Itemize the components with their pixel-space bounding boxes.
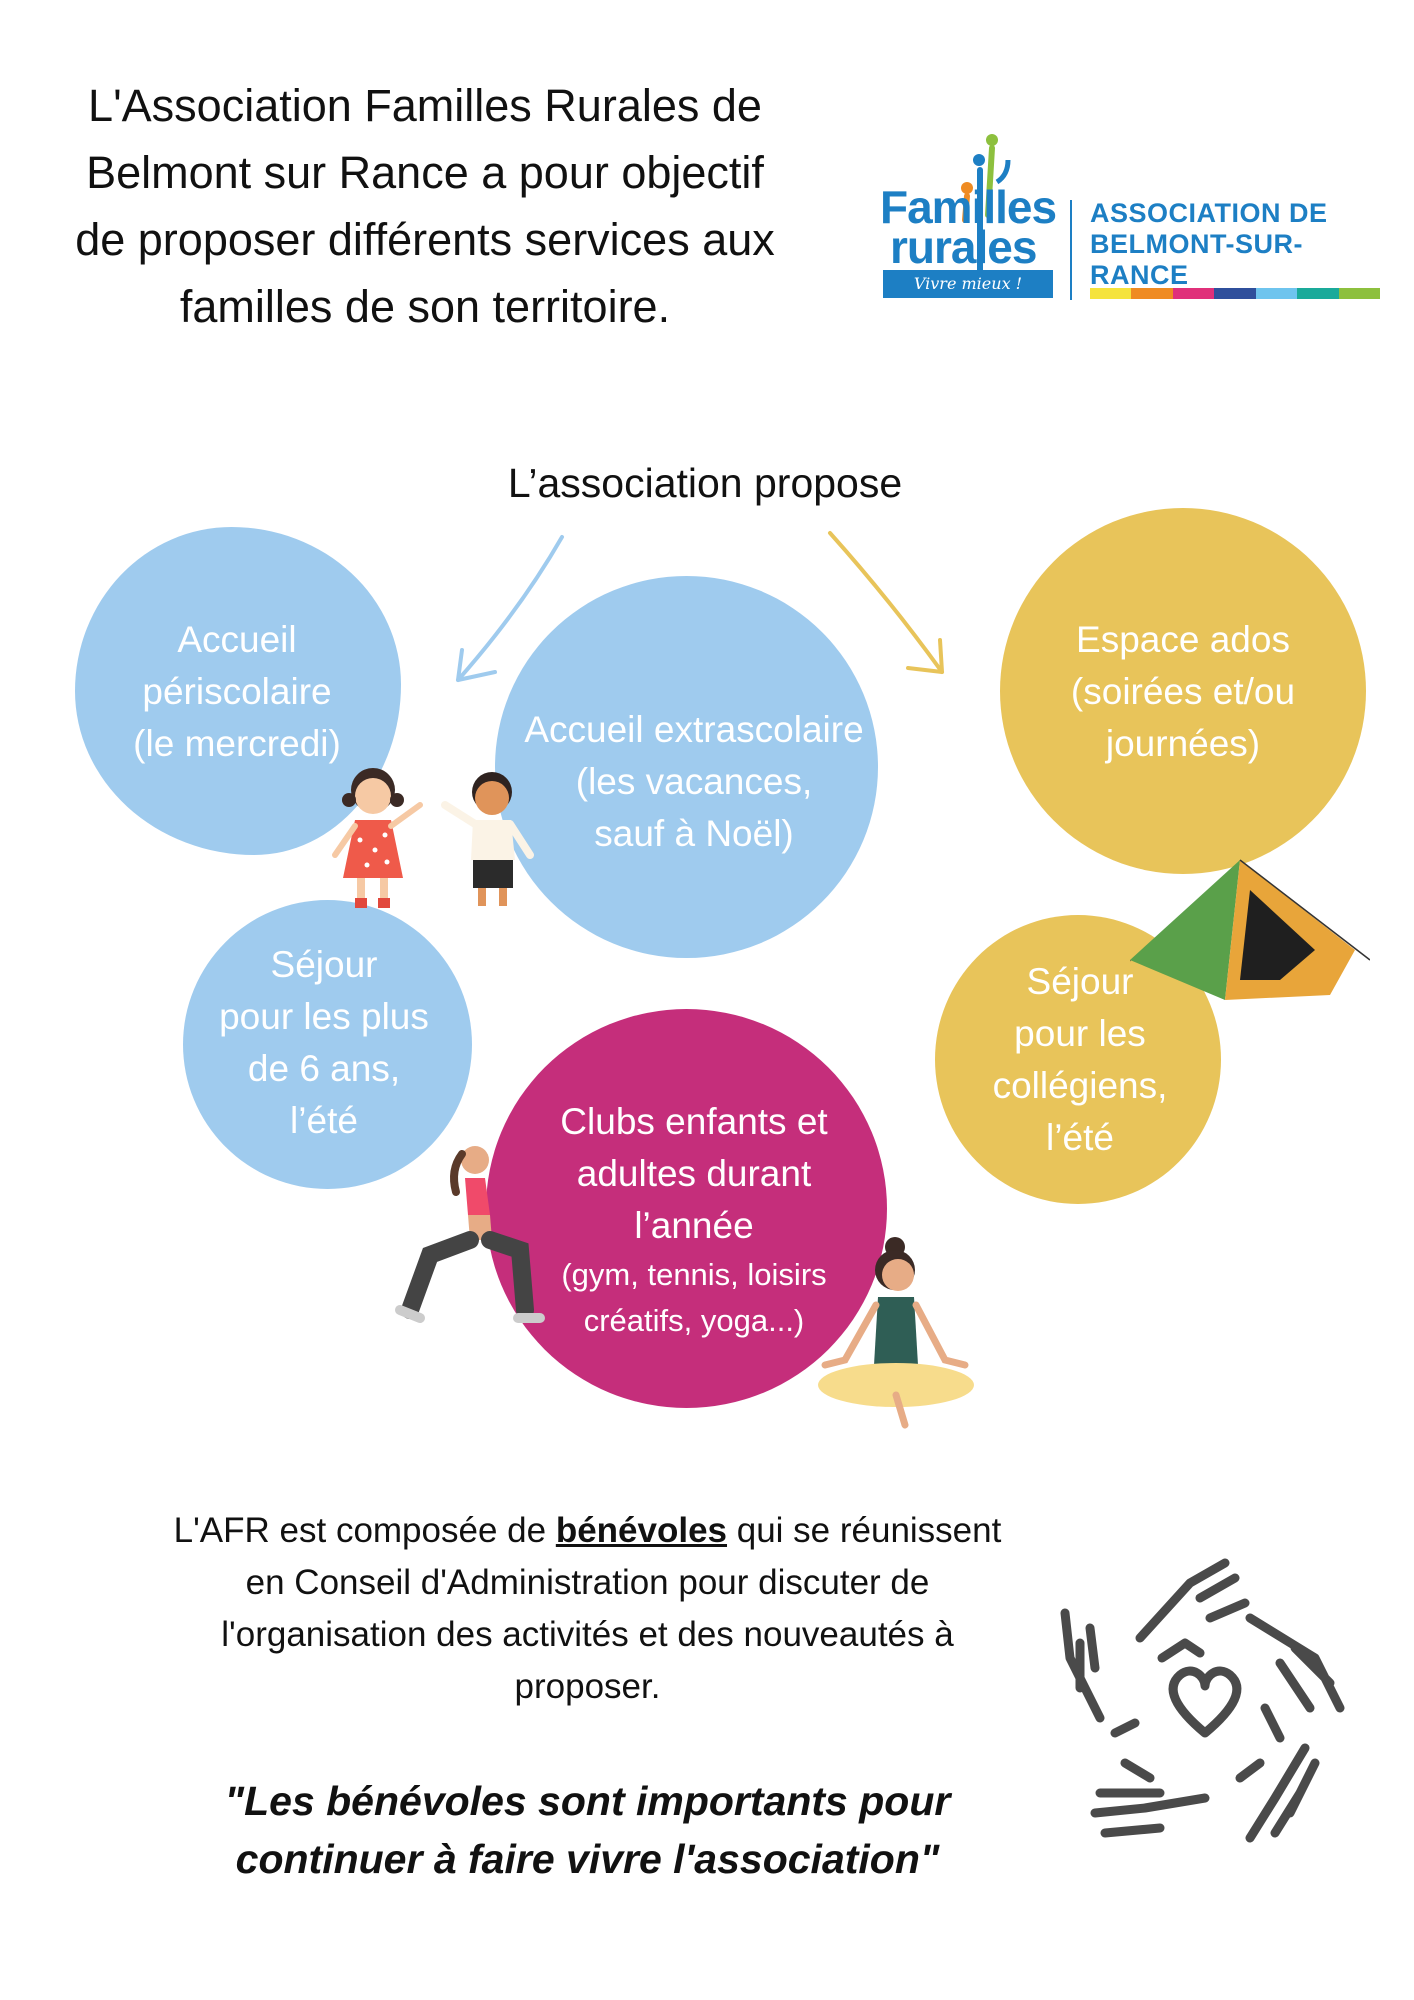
text-line: pour les plus: [219, 996, 429, 1037]
paragraph-line: en Conseil d'Administration pour discute…: [245, 1563, 930, 1602]
logo-association-name: ASSOCIATION DE BELMONT-SUR-RANCE: [1090, 198, 1390, 291]
logo-figures-icon: [961, 134, 1011, 273]
paragraph-line: l'organisation des activités et des nouv…: [221, 1615, 954, 1654]
volunteers-paragraph: L'AFR est composée de bénévoles qui se r…: [90, 1505, 1085, 1713]
logo-divider: [1070, 200, 1072, 300]
paragraph-line: L'AFR est composée de bénévoles qui se r…: [90, 1505, 1085, 1557]
bubble-clubs: [486, 1009, 887, 1408]
periscolaire-text: Accueil périscolaire (le mercredi): [133, 614, 341, 770]
bubble-espace-ados: [1000, 508, 1366, 874]
text-line: (les vacances,: [575, 761, 813, 802]
text-line: Accueil: [177, 619, 297, 660]
text-line: Accueil extrascolaire: [524, 709, 864, 750]
services-heading: L’association propose: [507, 460, 903, 506]
stripe-segment: [1131, 288, 1173, 299]
arrow-blue-icon: [456, 535, 564, 682]
text-line: créatifs, yoga...): [583, 1303, 805, 1338]
intro-line: de proposer différents services aux: [75, 214, 775, 265]
children-illustration-icon: [332, 768, 534, 908]
espace-ados-text: Espace ados (soirées et/ou journées): [1071, 614, 1295, 770]
logo-tagline: Vivre mieux !: [883, 270, 1053, 298]
text-line: (soirées et/ou: [1070, 671, 1296, 712]
text-span: L'AFR est composée de: [173, 1511, 556, 1550]
intro-line: familles de son territoire.: [179, 281, 671, 332]
bubble-extrascolaire: [495, 576, 878, 958]
stripe-segment: [1214, 288, 1256, 299]
text-line: (gym, tennis, loisirs: [561, 1257, 827, 1292]
logo-brand-line2: rurales: [890, 221, 1037, 273]
stripe-segment: [1172, 288, 1215, 299]
assoc-line2: BELMONT-SUR-RANCE: [1090, 229, 1303, 290]
bubble-sejour-6-ans: [183, 900, 472, 1189]
familles-rurales-logo: Familles rurales Vivre mieux ! ASSOCIATI…: [880, 130, 1390, 305]
text-line: Clubs enfants et: [560, 1101, 828, 1142]
text-line: Espace ados: [1076, 619, 1290, 660]
benevoles-emphasis: bénévoles: [555, 1511, 728, 1550]
text-line: périscolaire: [142, 671, 332, 712]
intro-line: Belmont sur Rance a pour objectif: [86, 147, 764, 198]
stripe-segment: [1090, 288, 1132, 299]
sejour-6-ans-text: Séjour pour les plus de 6 ans, l’été: [219, 939, 429, 1147]
quote-line: continuer à faire vivre l'association": [235, 1836, 940, 1882]
stripe-segment: [1255, 288, 1298, 299]
quote-line: "Les bénévoles sont importants pour: [224, 1778, 951, 1824]
intro-line: L'Association Familles Rurales de: [88, 80, 762, 131]
text-line: l’été: [290, 1100, 358, 1141]
text-line: journées): [1105, 723, 1261, 764]
intro-title: L'Association Familles Rurales de Belmon…: [10, 72, 840, 340]
logo-brand-line1: Familles: [880, 181, 1057, 233]
logo-color-stripe: [1090, 288, 1380, 299]
hands-heart-icon: [1060, 1558, 1345, 1843]
text-line: l’année: [634, 1205, 754, 1246]
assoc-line1: ASSOCIATION DE: [1090, 198, 1328, 228]
tent-illustration-icon: [1130, 859, 1370, 1000]
text-line: Séjour: [1026, 961, 1134, 1002]
text-line: de 6 ans,: [247, 1048, 401, 1089]
text-line: pour les: [1014, 1013, 1146, 1054]
clubs-text: Clubs enfants et adultes durant l’année …: [560, 1096, 827, 1344]
text-span: qui se réunissent: [727, 1511, 1002, 1550]
stripe-segment: [1338, 288, 1380, 299]
text-line: (le mercredi): [133, 723, 341, 764]
sejour-collegiens-text: Séjour pour les collégiens, l’été: [993, 956, 1168, 1164]
text-line: sauf à Noël): [594, 813, 794, 854]
text-line: l’été: [1046, 1117, 1114, 1158]
arrow-gold-icon: [828, 531, 944, 674]
text-line: collégiens,: [992, 1065, 1168, 1106]
paragraph-line: proposer.: [514, 1667, 661, 1706]
text-line: adultes durant: [576, 1153, 812, 1194]
woman-yoga-icon: [818, 1237, 974, 1429]
stripe-segment: [1297, 288, 1339, 299]
woman-exercising-icon: [395, 1146, 545, 1323]
extrascolaire-text: Accueil extrascolaire (les vacances, sau…: [524, 704, 863, 860]
volunteers-quote: "Les bénévoles sont importants pour cont…: [100, 1772, 1075, 1888]
text-line: Séjour: [270, 944, 378, 985]
